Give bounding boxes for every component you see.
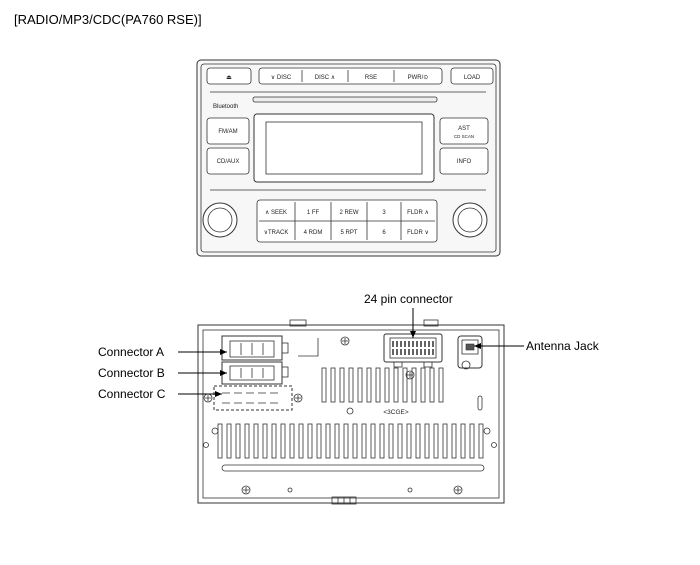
cd-scan-label: CD SCAN: [454, 134, 474, 139]
preset-4-button[interactable]: 4 RDM: [304, 230, 323, 236]
cd-aux-label: CD/AUX: [217, 159, 240, 165]
rse-label[interactable]: RSE: [365, 75, 377, 81]
lower-vents: [217, 423, 484, 459]
cd-aux-button[interactable]: [206, 147, 250, 175]
disc-up-label[interactable]: DISC ∧: [315, 75, 335, 81]
load-button[interactable]: [450, 67, 494, 85]
long-slot: [221, 464, 485, 472]
eject-label: ⏏: [226, 75, 232, 81]
fm-am-label: FM/AM: [218, 129, 237, 135]
preset-3-button[interactable]: 3: [382, 210, 386, 216]
seek-up-button[interactable]: ∧ SEEK: [265, 210, 287, 216]
load-label: LOAD: [464, 75, 481, 81]
connector-a: [221, 335, 289, 361]
brand-label: Bluetooth: [213, 104, 238, 110]
screw-icon: [203, 336, 497, 495]
folder-up-button[interactable]: FLDR ∧: [407, 210, 429, 216]
folder-down-button[interactable]: FLDR ∨: [407, 230, 429, 236]
eject-button[interactable]: [206, 67, 252, 85]
connector-24-pin: [383, 333, 443, 368]
disc-down-label[interactable]: ∨ DISC: [271, 75, 292, 81]
fm-am-button[interactable]: [206, 117, 250, 145]
preset-6-button[interactable]: 6: [382, 230, 386, 236]
cd-slot: [252, 96, 438, 103]
callout-connector-a: Connector A: [98, 345, 164, 359]
top-button-group: [258, 67, 443, 85]
callout-antenna-jack: Antenna Jack: [526, 339, 600, 353]
rear-stamp: <3CGE>: [383, 409, 408, 416]
rear-panel: <3CGE>: [197, 319, 505, 505]
info-button[interactable]: [439, 147, 489, 175]
info-label: INFO: [457, 159, 472, 165]
top-button-row: ⏏ ∨ DISC DISC ∧ RSE PWR/⊙ LOAD: [206, 67, 494, 85]
power-label[interactable]: PWR/⊙: [408, 75, 429, 81]
volume-knob[interactable]: [202, 202, 238, 238]
track-down-button[interactable]: ∨TRACK: [264, 230, 289, 236]
front-panel: ⏏ ∨ DISC DISC ∧ RSE PWR/⊙ LOAD Bluetooth…: [196, 59, 501, 257]
callout-24-pin: 24 pin connector: [364, 292, 453, 306]
callouts: Connector A Connector B Connector C 24 p…: [98, 292, 600, 401]
preset-1-button[interactable]: 1 FF: [307, 210, 320, 216]
callout-connector-c: Connector C: [98, 387, 166, 401]
connector-c: [213, 385, 293, 411]
tune-knob[interactable]: [452, 202, 488, 238]
callout-connector-b: Connector B: [98, 366, 165, 380]
ast-button[interactable]: [439, 117, 489, 145]
ast-label: AST: [458, 126, 470, 132]
preset-5-button[interactable]: 5 RPT: [340, 230, 357, 236]
page-title: [RADIO/MP3/CDC(PA760 RSE)]: [14, 12, 202, 27]
preset-2-button[interactable]: 2 REW: [339, 210, 358, 216]
connector-b: [221, 361, 289, 385]
preset-grid: ∧ SEEK 1 FF 2 REW 3 FLDR ∧ ∨TRACK 4 RDM …: [256, 199, 438, 243]
upper-vents: [321, 367, 444, 403]
display-screen: [265, 121, 423, 175]
